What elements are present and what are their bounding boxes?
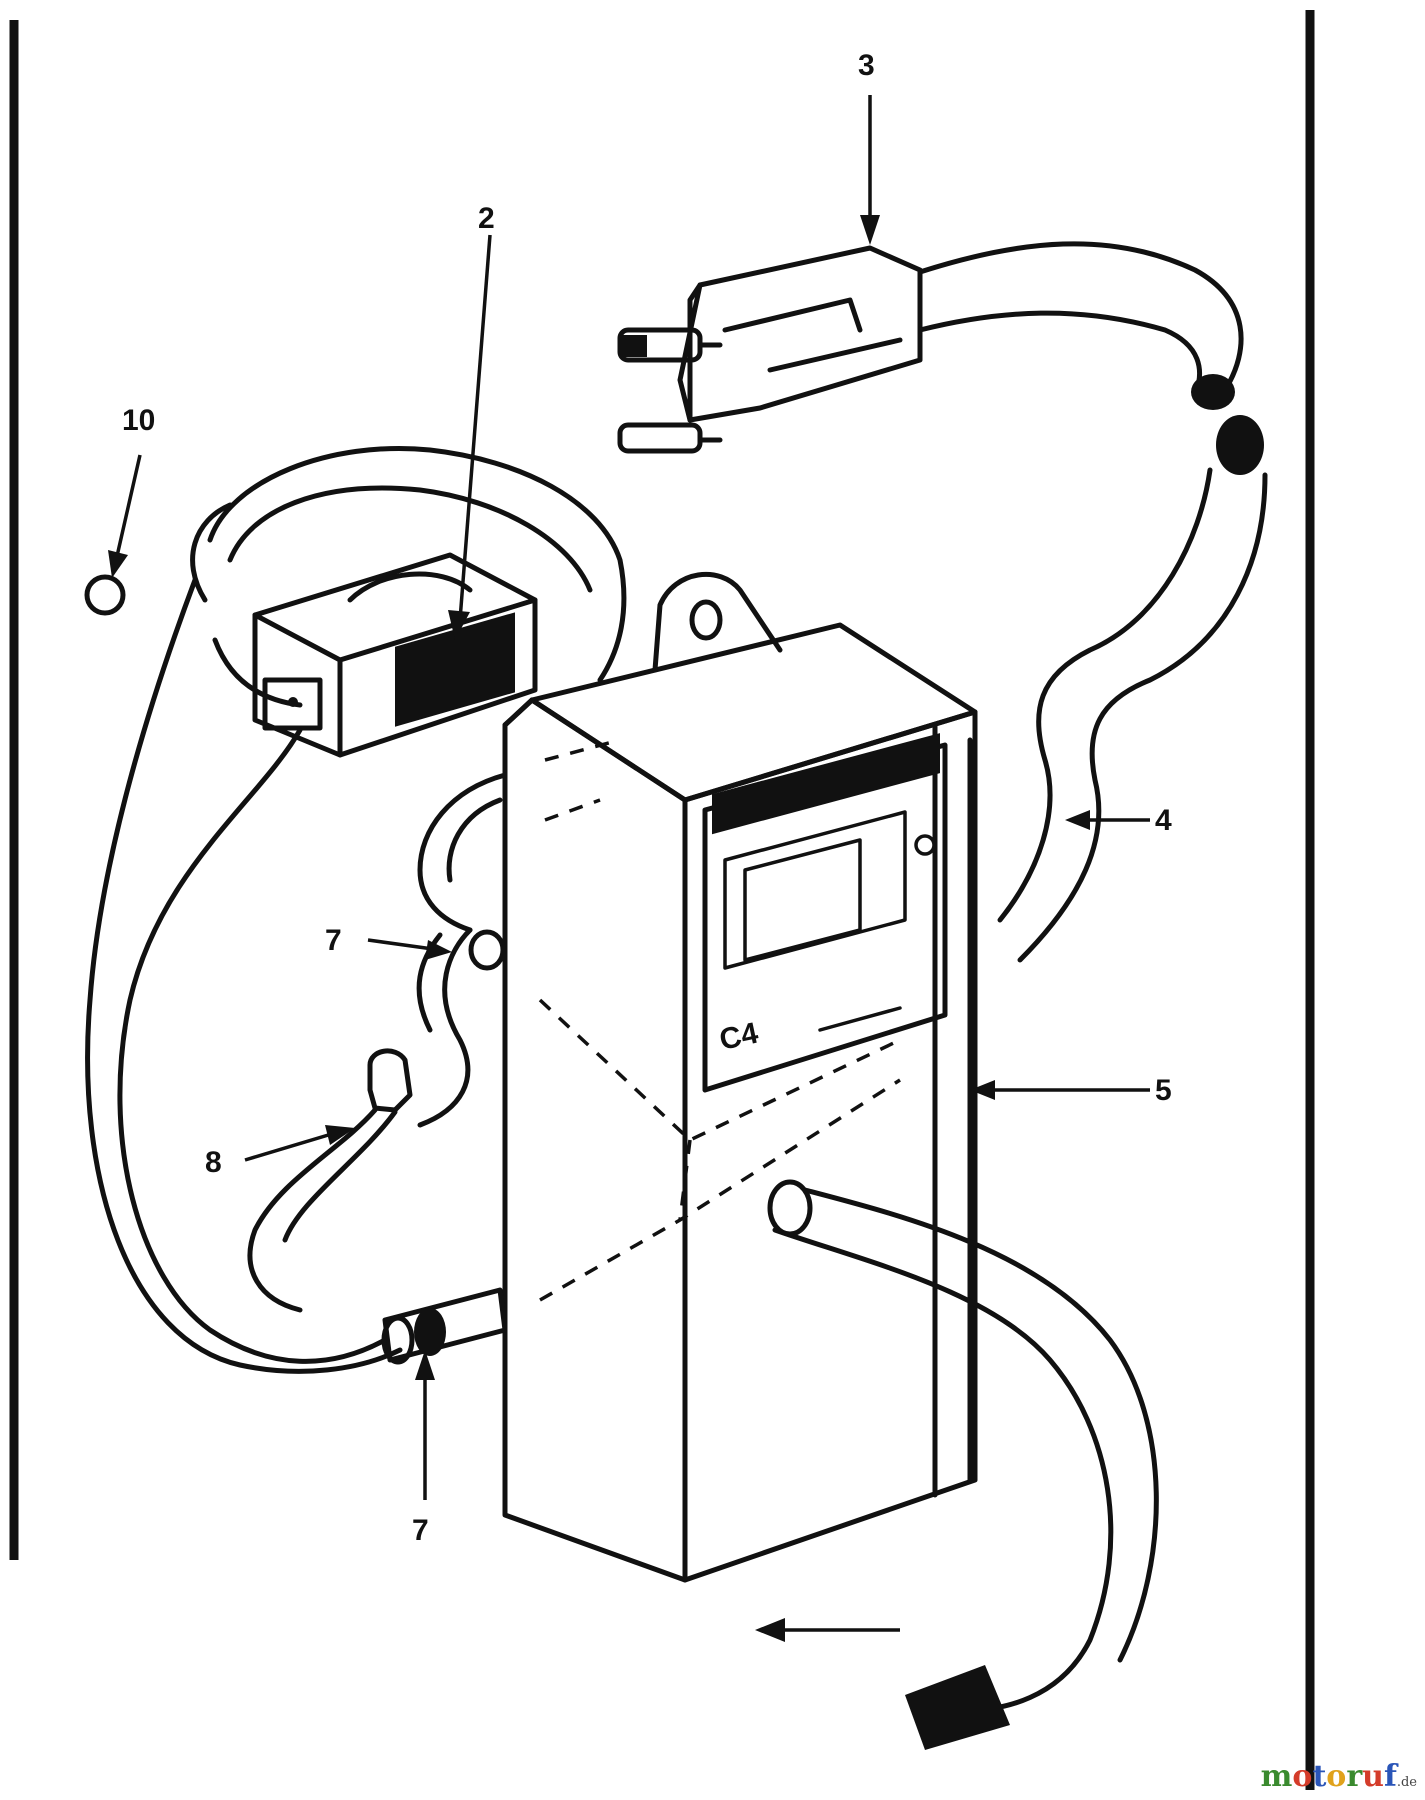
callout-8: 8 [205,1146,222,1179]
watermark-letter: r [1346,1759,1363,1794]
watermark-letter: f [1383,1759,1397,1794]
callout-7-upper: 7 [325,924,342,957]
callout-2: 2 [478,202,495,235]
callout-7-lower: 7 [412,1514,429,1547]
watermark-letter: o [1292,1759,1313,1794]
output-cord [755,1179,1159,1750]
callout-3: 3 [858,49,875,82]
watermark-tld: .de [1396,1775,1417,1790]
leader-lines [108,95,1150,1500]
watermark-letter: m [1260,1759,1293,1794]
watermark-letter: o [1326,1759,1347,1794]
watermark-letter: t [1312,1759,1327,1794]
wire-harness [84,445,627,1374]
callout-10: 10 [122,404,155,437]
callout-5: 5 [1155,1074,1172,1107]
callout-4: 4 [1155,804,1172,837]
control-box: C4 [502,572,978,1583]
svg-text:C4: C4 [717,1017,762,1057]
watermark-letter: u [1362,1759,1384,1794]
watermark-logo: motoruf.de [1261,1759,1417,1794]
plug [617,245,923,454]
coil [252,552,538,758]
power-cord [917,241,1268,963]
